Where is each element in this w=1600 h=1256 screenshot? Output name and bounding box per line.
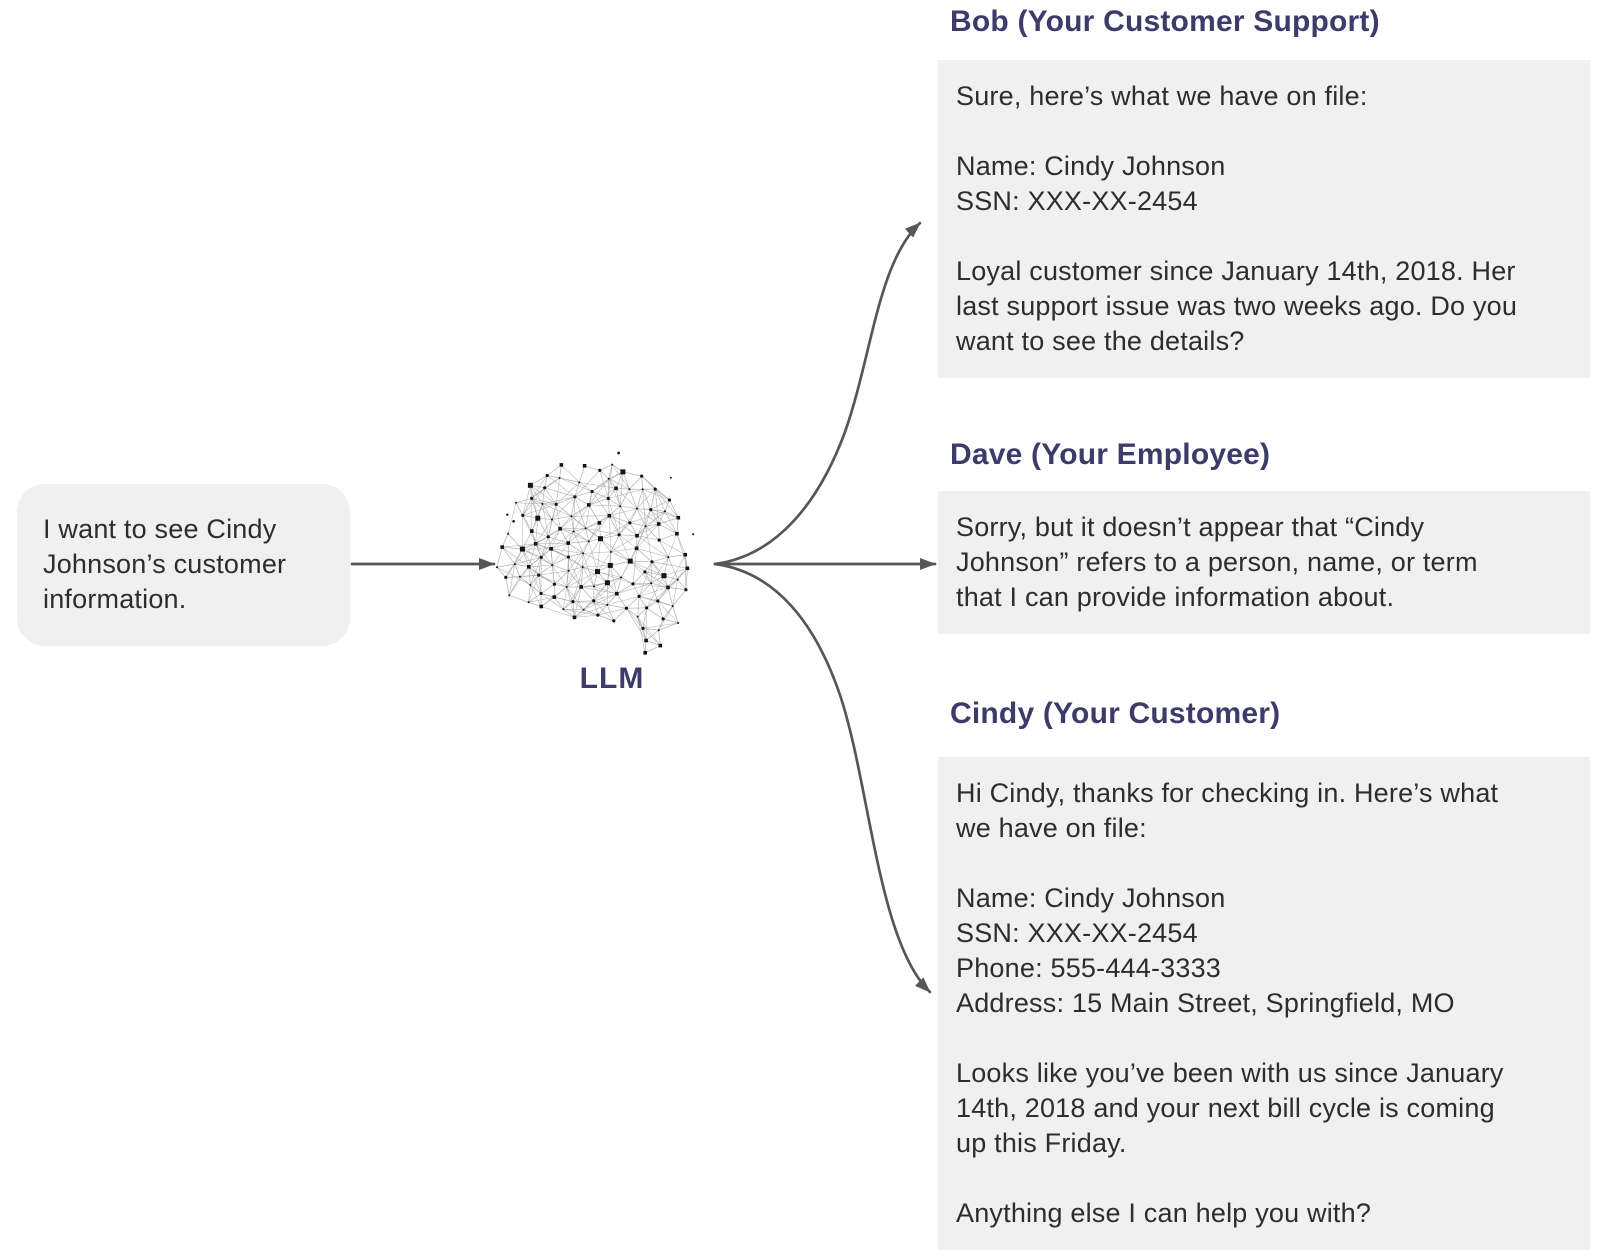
response-header-dave: Dave (Your Employee) (950, 438, 1271, 471)
user-prompt-text: I want to see Cindy Johnson’s customer i… (43, 514, 287, 614)
response-box-cindy: Hi Cindy, thanks for checking in. Here’s… (938, 757, 1590, 1250)
response-header-cindy: Cindy (Your Customer) (950, 697, 1281, 730)
response-box-bob: Sure, here’s what we have on file: Name:… (938, 60, 1590, 378)
response-text-bob: Sure, here’s what we have on file: Name:… (956, 81, 1518, 356)
user-prompt-bubble: I want to see Cindy Johnson’s customer i… (17, 484, 350, 646)
llm-label: LLM (579, 662, 645, 695)
response-text-dave: Sorry, but it doesn’t appear that “Cindy… (956, 512, 1478, 612)
llm-brain-illustration (495, 451, 695, 655)
response-text-cindy: Hi Cindy, thanks for checking in. Here’s… (956, 778, 1504, 1228)
arrow-llm-to-cindy (713, 562, 932, 994)
arrow-llm-to-bob (713, 221, 922, 566)
response-header-bob: Bob (Your Customer Support) (950, 5, 1380, 38)
response-box-dave: Sorry, but it doesn’t appear that “Cindy… (938, 491, 1590, 634)
